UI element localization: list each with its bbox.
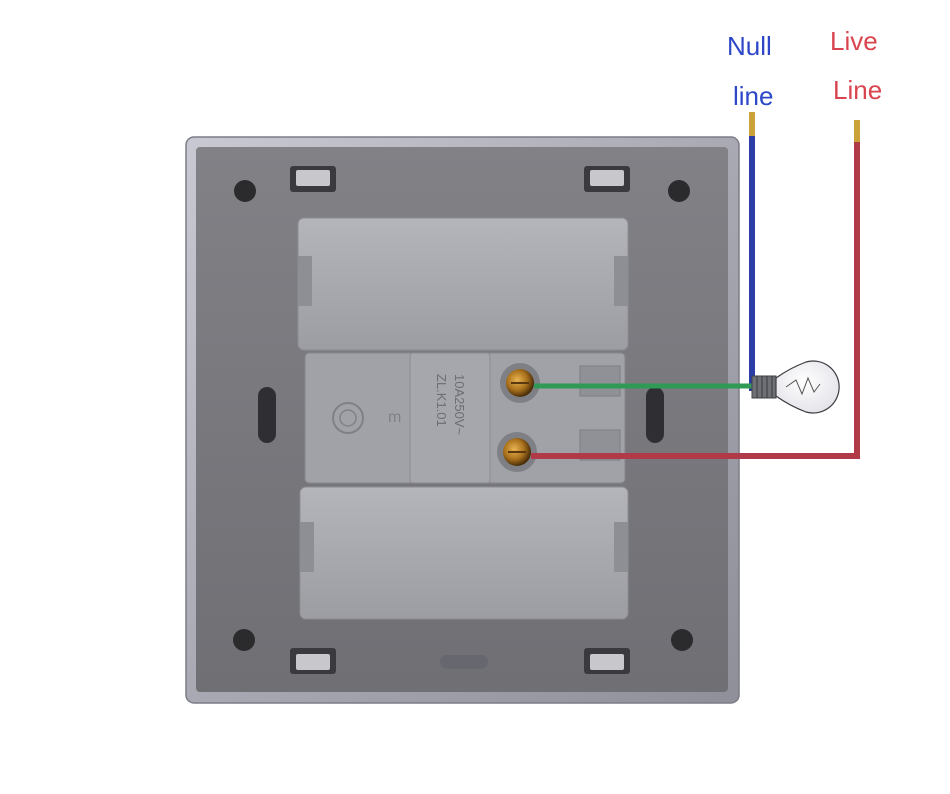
switch-letter: m — [388, 409, 401, 426]
null-label-line2: line — [733, 81, 773, 111]
live-label-line2: Line — [833, 75, 882, 105]
live-wire — [531, 141, 860, 459]
switch-rating-text: 10A250V~ — [452, 374, 467, 435]
bottom-notch — [440, 655, 488, 669]
live-line-label: Live Line — [830, 26, 882, 105]
side-slot-left — [258, 387, 276, 443]
side-slot-right — [646, 387, 664, 443]
live-label-line1: Live — [830, 26, 878, 56]
null-label-line1: Null — [727, 31, 772, 61]
screw-terminal-icon — [500, 363, 540, 403]
null-line-label: Null line — [727, 31, 773, 111]
mounting-hole-bottom-right — [671, 629, 693, 651]
screw-terminal-icon — [497, 432, 537, 472]
null-wire — [749, 136, 755, 391]
null-wire-tip — [749, 112, 755, 136]
mounting-hole-bottom-left — [233, 629, 255, 651]
clip-top-left — [290, 166, 336, 192]
switch-model-text: ZL.K1.01 — [434, 374, 449, 427]
module-top-cover — [297, 217, 629, 351]
switch-module: 10A250V~ ZL.K1.01 m — [297, 217, 629, 620]
clip-bottom-right — [584, 648, 630, 674]
module-bottom-cover — [299, 486, 629, 620]
mounting-hole-top-right — [668, 180, 690, 202]
terminal-block — [409, 352, 491, 484]
clip-bottom-left — [290, 648, 336, 674]
mounting-hole-top-left — [234, 180, 256, 202]
live-wire-tip — [854, 120, 860, 142]
certification-mark-icon — [332, 402, 364, 434]
light-bulb-icon — [751, 360, 840, 414]
clip-top-right — [584, 166, 630, 192]
